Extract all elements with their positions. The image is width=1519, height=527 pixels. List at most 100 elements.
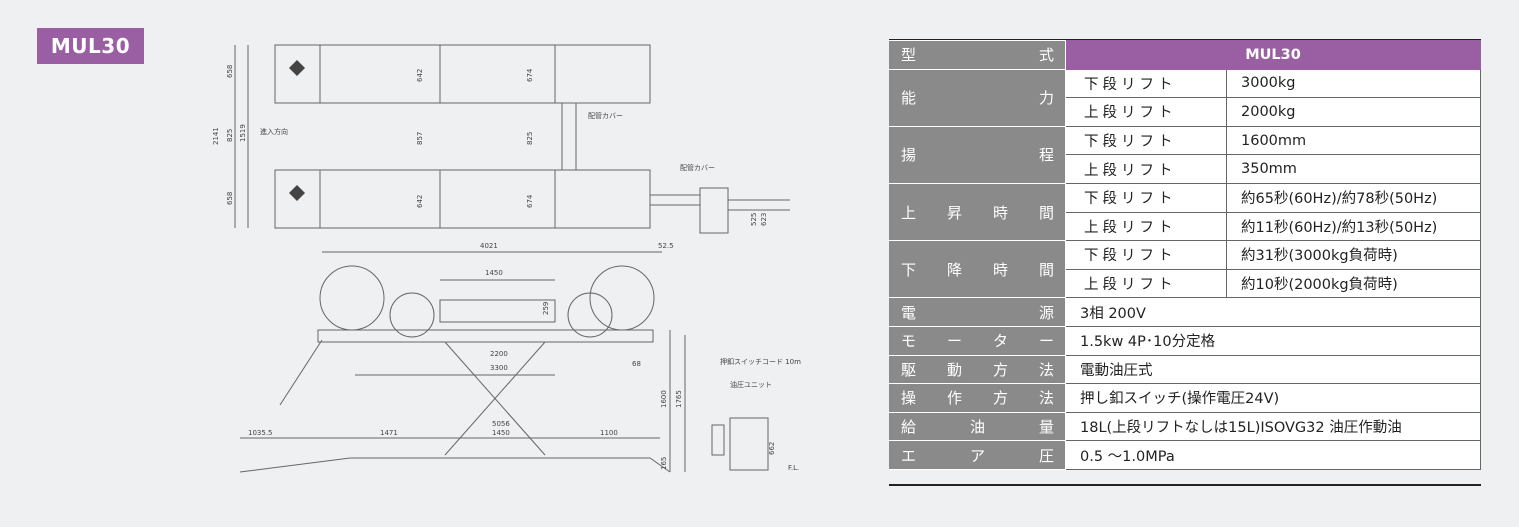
- label-char: 間: [1038, 203, 1054, 222]
- spec-label-motor: モ ー タ ー: [889, 325, 1066, 356]
- table-row: 操 作 方 法 押し釦スイッチ(操作電圧24V): [889, 383, 1481, 413]
- label-char: ー: [1038, 332, 1054, 351]
- table-row: 駆 動 方 法 電動油圧式: [889, 354, 1481, 385]
- sub-label: 下段リフト: [1065, 125, 1227, 156]
- sub-label: 下段リフト: [1065, 182, 1227, 213]
- label-char: タ: [992, 332, 1008, 351]
- label-char: 法: [1038, 360, 1054, 379]
- svg-text:1035.5: 1035.5: [248, 429, 273, 437]
- spec-table: 型 式 MUL30 能 力 下段リフト 3000kg 上段リフト 2000kg …: [889, 40, 1481, 470]
- label-char: 方: [992, 389, 1008, 408]
- spec-label-oil: 給 油 量: [889, 411, 1066, 442]
- svg-text:674: 674: [526, 194, 534, 208]
- label-char: ア: [969, 446, 985, 465]
- label-char: 下: [901, 260, 917, 279]
- svg-text:642: 642: [416, 69, 424, 82]
- label-char: 圧: [1038, 446, 1054, 465]
- table-row: 上段リフト 350mm: [889, 154, 1481, 184]
- table-bottom-rule: [889, 484, 1481, 486]
- svg-text:1100: 1100: [600, 429, 618, 437]
- svg-text:68: 68: [632, 360, 641, 368]
- svg-text:1471: 1471: [380, 429, 398, 437]
- table-row: 電 源 3相 200V: [889, 297, 1481, 327]
- sub-label: 上段リフト: [1065, 268, 1227, 299]
- spec-label-lift-height: 揚 程: [889, 125, 1066, 184]
- label-char: 作: [946, 389, 962, 408]
- label-char: 昇: [946, 203, 962, 222]
- spec-value: 2000kg: [1226, 97, 1481, 127]
- label-char: 型: [901, 46, 917, 65]
- table-row: 下 降 時 間 下段リフト 約31秒(3000kg負荷時): [889, 240, 1481, 299]
- svg-text:2200: 2200: [490, 350, 508, 358]
- svg-text:進入方向: 進入方向: [260, 127, 288, 136]
- label-char: 程: [1038, 146, 1054, 165]
- spec-value: 0.5 ～1.0MPa: [1065, 440, 1481, 470]
- spec-label-air: エ ア 圧: [889, 440, 1066, 470]
- svg-text:押釦スイッチコード 10m: 押釦スイッチコード 10m: [720, 357, 801, 366]
- sub-label: 上段リフト: [1065, 97, 1227, 127]
- spec-value: 約65秒(60Hz)/約78秒(50Hz): [1226, 182, 1481, 213]
- table-row: 上段リフト 約10秒(2000kg負荷時): [889, 268, 1481, 299]
- svg-text:658: 658: [226, 192, 234, 205]
- label-char: 式: [1038, 46, 1054, 65]
- label-char: 法: [1038, 389, 1054, 408]
- label-char: 動: [946, 360, 962, 379]
- spec-label-lower-time: 下 降 時 間: [889, 240, 1066, 299]
- svg-text:52.5: 52.5: [658, 242, 674, 250]
- sub-label: 下段リフト: [1065, 68, 1227, 99]
- svg-text:623: 623: [760, 213, 768, 226]
- label-char: ー: [946, 332, 962, 351]
- top-view: [234, 44, 790, 234]
- spec-label-model: 型 式: [889, 40, 1066, 70]
- spec-value: 18L(上段リフトなしは15L)ISOVG32 油圧作動油: [1065, 411, 1481, 442]
- svg-text:1765: 1765: [675, 390, 683, 408]
- svg-text:油圧ユニット: 油圧ユニット: [730, 380, 772, 389]
- technical-drawing: 658 642 674 825 1519 857 825 2141 658 64…: [200, 30, 820, 490]
- label-char: 上: [901, 203, 917, 222]
- sub-label: 上段リフト: [1065, 211, 1227, 242]
- label-char: 揚: [901, 146, 917, 165]
- front-view: [239, 251, 769, 473]
- spec-value: 1.5kw 4P･10分定格: [1065, 325, 1481, 356]
- svg-text:642: 642: [416, 195, 424, 208]
- svg-text:525: 525: [750, 213, 758, 226]
- label-char: 時: [992, 260, 1008, 279]
- model-badge: MUL30: [37, 28, 144, 64]
- spec-value: 約31秒(3000kg負荷時): [1226, 240, 1481, 270]
- svg-text:F.L.: F.L.: [788, 464, 799, 472]
- table-row: 能 力 下段リフト 3000kg: [889, 68, 1481, 127]
- svg-text:674: 674: [526, 68, 534, 82]
- table-row: 揚 程 下段リフト 1600mm: [889, 125, 1481, 184]
- svg-text:3300: 3300: [490, 364, 508, 372]
- sub-label: 下段リフト: [1065, 240, 1227, 270]
- svg-text:1450: 1450: [485, 269, 503, 277]
- svg-text:1600: 1600: [660, 390, 668, 408]
- spec-value: 3相 200V: [1065, 297, 1481, 327]
- model-name: MUL30: [1065, 40, 1481, 70]
- label-char: 力: [1038, 89, 1054, 108]
- label-char: エ: [901, 446, 917, 465]
- svg-text:259: 259: [542, 302, 550, 315]
- table-row: モ ー タ ー 1.5kw 4P･10分定格: [889, 325, 1481, 356]
- svg-text:662: 662: [768, 442, 776, 455]
- label-char: 操: [901, 389, 917, 408]
- label-char: 能: [901, 89, 917, 108]
- svg-text:825: 825: [226, 129, 234, 142]
- svg-text:165: 165: [660, 457, 668, 470]
- diamond-mark-icon: [289, 185, 305, 201]
- svg-text:825: 825: [526, 132, 534, 145]
- label-char: 降: [946, 260, 962, 279]
- table-row: エ ア 圧 0.5 ～1.0MPa: [889, 440, 1481, 470]
- spec-label-drive: 駆 動 方 法: [889, 354, 1066, 385]
- label-char: モ: [901, 332, 917, 351]
- svg-text:1450: 1450: [492, 429, 510, 437]
- label-char: 源: [1038, 303, 1054, 322]
- svg-text:配管カバー: 配管カバー: [588, 111, 623, 120]
- spec-value: 押し釦スイッチ(操作電圧24V): [1065, 383, 1481, 413]
- label-char: 電: [901, 303, 917, 322]
- spec-value: 350mm: [1226, 154, 1481, 184]
- spec-label-capacity: 能 力: [889, 68, 1066, 127]
- table-row: 上 昇 時 間 下段リフト 約65秒(60Hz)/約78秒(50Hz): [889, 182, 1481, 242]
- svg-text:658: 658: [226, 65, 234, 78]
- spec-value: 電動油圧式: [1065, 354, 1481, 385]
